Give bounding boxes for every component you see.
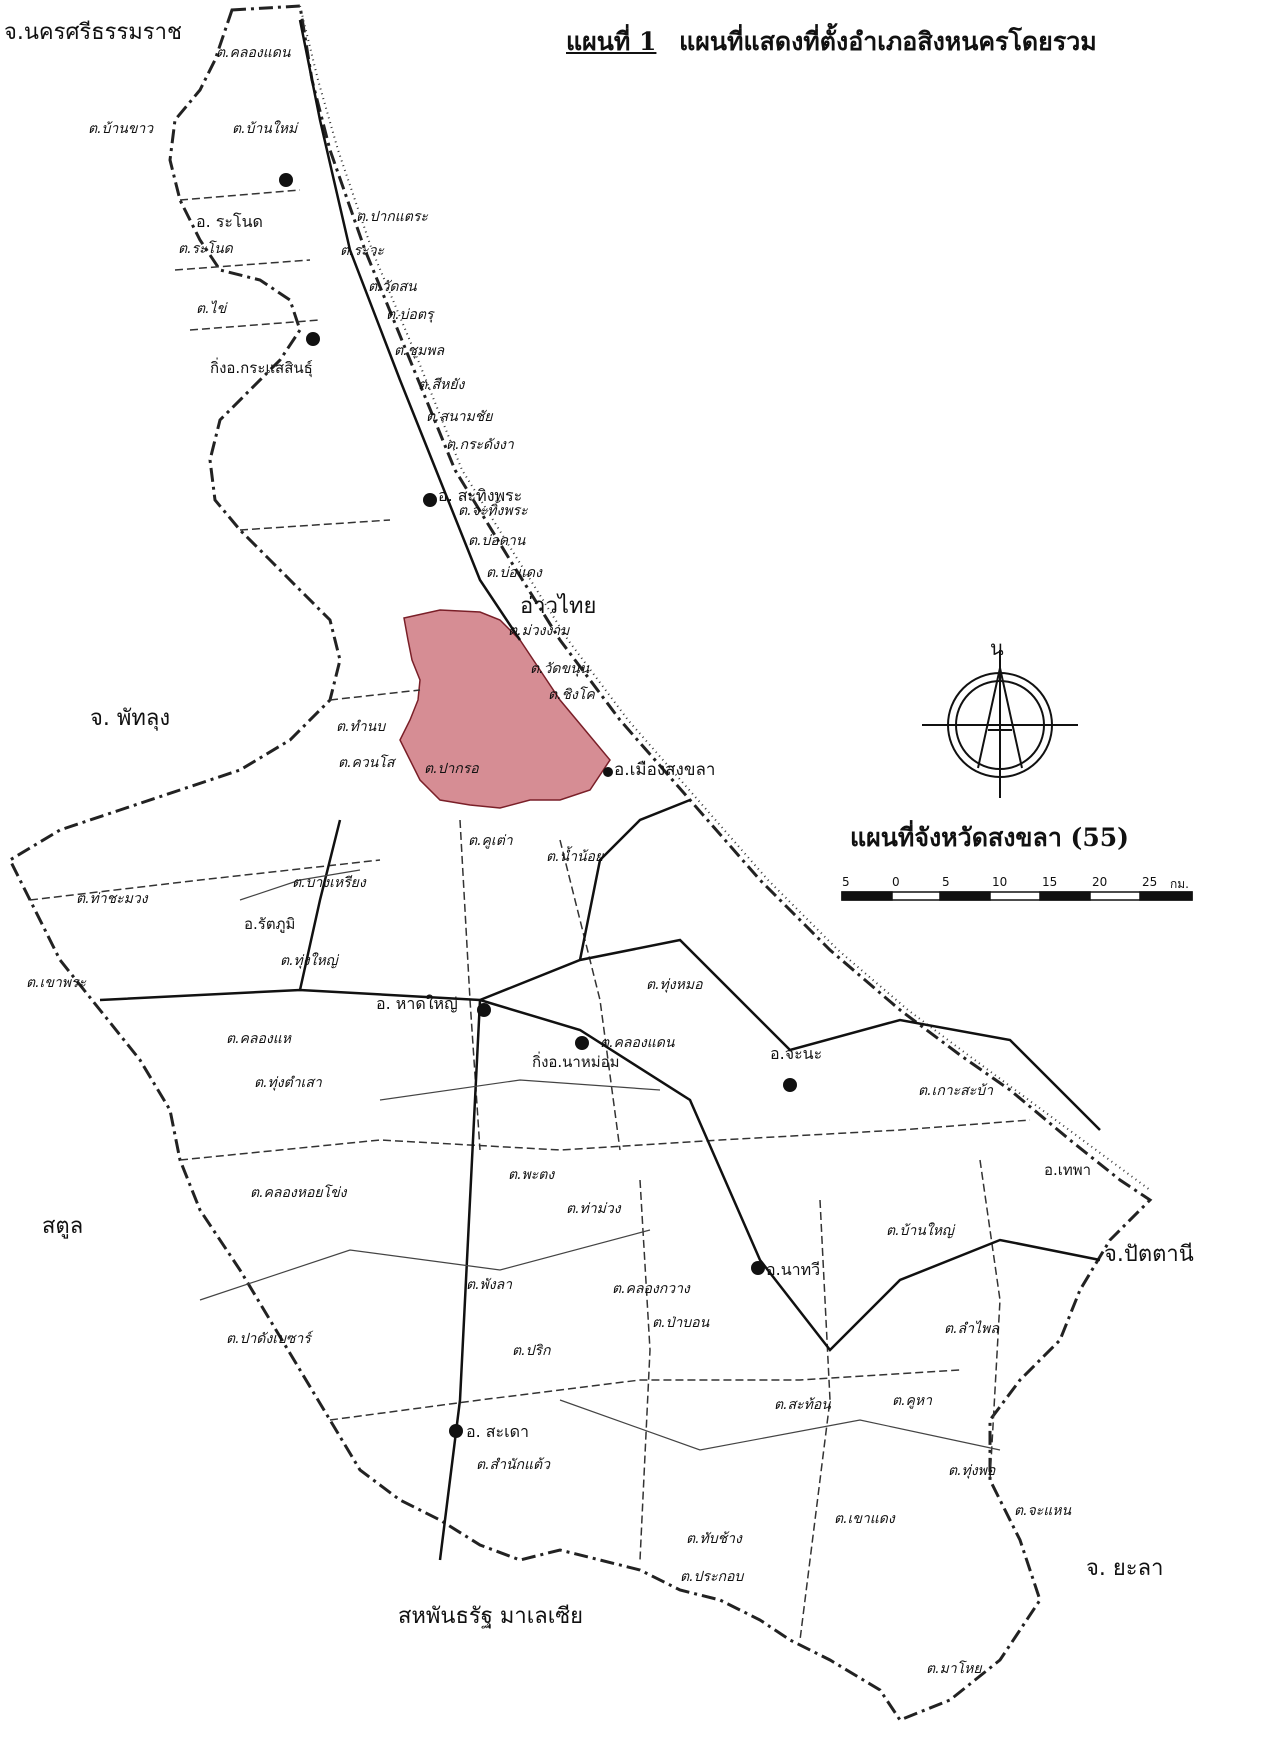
district-sathingphra: อ. สะทิงพระ (438, 486, 523, 505)
tambon-label: ต.วัดขนุน (530, 661, 590, 677)
tambon-label: ต.พังลา (466, 1277, 513, 1293)
neighbor-nakhon-si: จ.นครศรีธรรมราช (4, 20, 182, 45)
scale-tick: 20 (1092, 875, 1108, 889)
tambon-label: ต.ม่วงงาม (508, 623, 570, 639)
tambon-label: ต.ระวะ (340, 243, 384, 259)
tambon-label: ต.คูหา (892, 1393, 932, 1409)
tambon-label: ต.กระดังงา (446, 437, 514, 453)
tambon-label: ต.ทับช้าง (686, 1531, 742, 1547)
tambon-label: ต.จะแหน (1014, 1503, 1072, 1519)
tambon-label: ต.เขาแดง (834, 1511, 895, 1527)
scale-bar (841, 891, 1193, 901)
tambon-label: ต.บ่อดาน (468, 533, 526, 549)
neighbor-satun: สตูล (42, 1214, 84, 1239)
tambon-label: ต.ควนโส (338, 755, 395, 771)
tambon-label: ต.สนามชัย (426, 409, 493, 425)
district-ranot: อ. ระโนด (196, 212, 263, 231)
scale-tick: 25 (1142, 875, 1158, 889)
tambon-label: ต.บ่อตรุ (386, 307, 434, 323)
tambon-label: ต.น้ำน้อย (546, 849, 604, 865)
district-nathawi: อ.นาทวี (766, 1260, 821, 1279)
district-namom: กิ่งอ.นาหม่อม (532, 1053, 620, 1071)
tambon-label: ต.ปาดังเบซาร์ (226, 1331, 311, 1347)
map-number: แผนที่ 1 (566, 27, 657, 56)
scale-tick: 5 (942, 875, 950, 889)
district-krasae: กิ่งอ.กระแสสินธุ์ (210, 359, 313, 377)
tambon-label: ต.ลำไพล (944, 1321, 999, 1337)
tambon-label: ต.ทุ่งพอ (948, 1463, 996, 1479)
tambon-label: ต.พะตง (508, 1167, 555, 1183)
scale-unit: กม. (1170, 877, 1189, 891)
district-rattaphum: อ.รัตภูมิ (244, 915, 296, 933)
compass-north-label: น (990, 636, 1004, 660)
tambon-label: ต.คูเต่า (468, 833, 513, 849)
district-thepha: อ.เทพา (1044, 1161, 1092, 1179)
district-muang: อ.เมืองสงขลา (614, 760, 716, 780)
compass-rose (922, 650, 1078, 798)
coastline (299, 5, 1151, 1191)
roads (99, 19, 1101, 1561)
tambon-label: ต.ชุมพล (394, 343, 445, 359)
tambon-label: ต.คลองแดน (216, 45, 291, 61)
tambon-label: ต.ป่าบอน (652, 1315, 710, 1331)
tambon-label: ต.ชิงโค (548, 687, 595, 703)
district-chana: อ.จะนะ (770, 1044, 823, 1063)
district-seats (279, 173, 797, 1438)
district-hatyai: อ. หาดใหญ่ (376, 994, 458, 1013)
tambon-label: ต.วัดสน (368, 279, 417, 295)
scale-tick: 15 (1042, 875, 1058, 889)
tambon-label: ต.ปริก (512, 1343, 551, 1359)
province-boundary (8, 4, 1153, 1722)
gulf-of-thailand-label: อ่าวไทย (520, 594, 597, 619)
tambon-label: ต.ประกอบ (680, 1569, 744, 1585)
tambon-label: ต.เกาะสะบ้า (918, 1083, 993, 1099)
tambon-label: ต.สีหยัง (418, 377, 465, 393)
district-sadao: อ. สะเดา (466, 1422, 529, 1441)
tambon-label: ต.ท่าชะมวง (76, 891, 148, 907)
neighbor-yala: จ. ยะลา (1086, 1556, 1164, 1581)
district-boundaries (29, 189, 1031, 1641)
tambon-label: ต.สะท้อน (774, 1397, 831, 1413)
province-map-title: แผนที่จังหวัดสงขลา (55) (850, 823, 1130, 852)
scale-tick: 5 (842, 875, 850, 889)
tambon-label: ต.บ่อแดง (486, 565, 542, 581)
tambon-label: ต.ระโนด (178, 241, 233, 257)
tambon-label: ต.คลองหอยโข่ง (250, 1185, 347, 1201)
tambon-label: ต.ทำนบ (336, 719, 386, 735)
scale-tick: 0 (892, 875, 900, 889)
minor-roads (199, 869, 1001, 1451)
tambon-label: ต.คลองแห (226, 1031, 291, 1047)
neighbor-phatthalung: จ. พัทลุง (90, 706, 171, 731)
tambon-label: ต.ปากแตระ (356, 209, 428, 225)
tambon-label: ต.จะทิ้งพระ (458, 503, 528, 519)
map-title: แผนที่ 1 แผนที่แสดงที่ตั้งอำเภอสิงหนครโด… (566, 22, 1097, 62)
tambon-label: ต.ทุ่งหมอ (646, 977, 703, 993)
tambon-label: ต.บ้านขาว (88, 121, 154, 137)
tambon-label: ต.บ้านใหม่ (232, 121, 298, 137)
tambon-label: ต.ท่าม่วง (566, 1201, 621, 1217)
tambon-label: ต.ทุ่งใหญ่ (280, 953, 338, 969)
tambon-label: ต.คลองแดน (600, 1035, 675, 1051)
tambon-label: ต.เขาพระ (26, 975, 87, 991)
scale-tick: 10 (992, 875, 1008, 889)
neighbor-pattani: จ.ปัตตานี (1104, 1242, 1194, 1267)
neighbor-malaysia: สหพันธรัฐ มาเลเซีย (398, 1604, 584, 1629)
tambon-label: ต.คลองกวาง (612, 1281, 690, 1297)
tambon-label: ต.ปากรอ (424, 761, 479, 777)
tambon-label: ต.บางเหรียง (292, 875, 366, 891)
tambon-label: ต.สำนักแต้ว (476, 1457, 550, 1473)
tambon-label: ต.ทุ่งตำเสา (254, 1075, 322, 1091)
tambon-label: ต.บ้านใหญ่ (886, 1223, 954, 1239)
tambon-label: ต.มาโหย (926, 1661, 982, 1677)
tambon-label: ต.ไข่ (196, 301, 227, 317)
map-title-text: แผนที่แสดงที่ตั้งอำเภอสิงหนครโดยรวม (679, 27, 1097, 56)
